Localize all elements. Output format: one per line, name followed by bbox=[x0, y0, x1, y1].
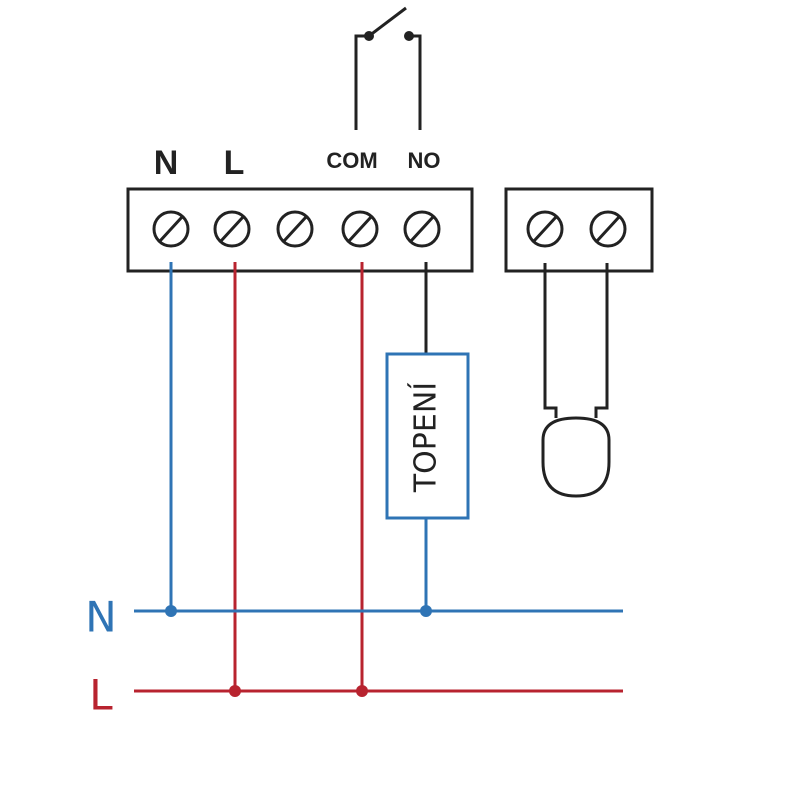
screw-terminal-icon bbox=[403, 210, 441, 248]
screw-terminal-icon bbox=[152, 210, 190, 248]
live-junction bbox=[356, 685, 368, 697]
neutral-junction bbox=[165, 605, 177, 617]
screw-terminal-icon bbox=[526, 210, 564, 248]
live-junction bbox=[229, 685, 241, 697]
neutral-bus-label: N bbox=[85, 593, 116, 642]
screw-terminal-icon bbox=[276, 210, 314, 248]
sensor-terminal-block bbox=[504, 187, 654, 273]
neutral-junction bbox=[420, 605, 432, 617]
screw-terminal-icon bbox=[341, 210, 379, 248]
terminal-label-com: COM bbox=[326, 148, 377, 173]
screw-terminal-icon bbox=[589, 210, 627, 248]
load-label: TOPENÍ bbox=[408, 382, 444, 493]
terminal-label-no: NO bbox=[408, 148, 441, 173]
load-box bbox=[385, 352, 470, 520]
temperature-sensor-icon bbox=[541, 263, 611, 498]
terminal-label-l: L bbox=[224, 144, 245, 182]
main-terminal-block bbox=[126, 187, 474, 273]
live-bus-label: L bbox=[89, 671, 113, 720]
relay-contact-switch-icon bbox=[354, 6, 422, 130]
screw-terminal-icon bbox=[213, 210, 251, 248]
terminal-label-n: N bbox=[154, 144, 179, 182]
